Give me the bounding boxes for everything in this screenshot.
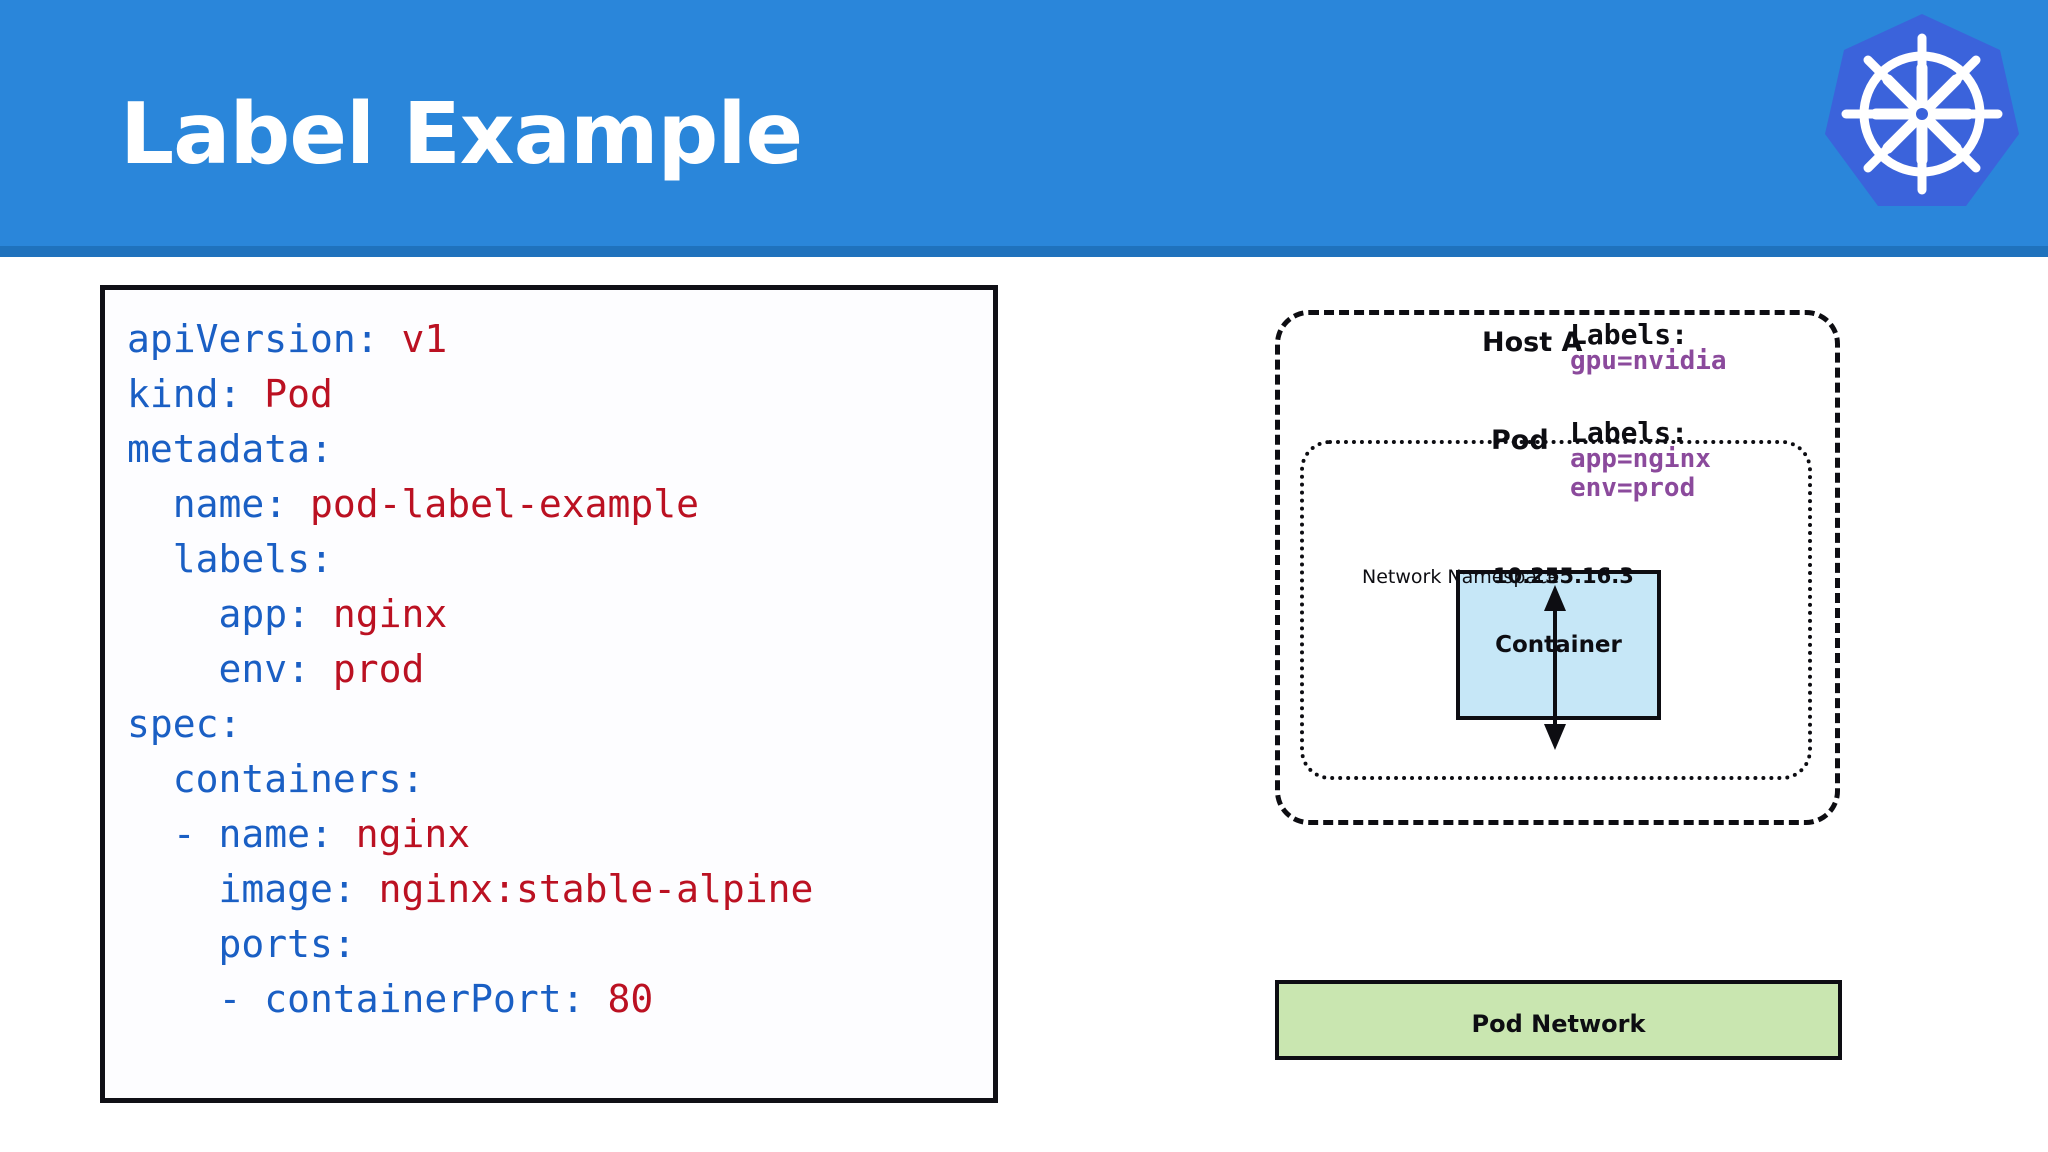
header-accent-strip <box>0 246 2048 257</box>
kubernetes-logo-icon <box>1816 8 2028 220</box>
code-line: metadata: <box>127 422 813 477</box>
code-indent <box>127 647 219 691</box>
page-title: Label Example <box>120 85 803 184</box>
code-indent <box>127 537 173 581</box>
code-value: v1 <box>378 317 448 361</box>
network-namespace-label: Network Namespace <box>1362 566 1560 588</box>
pod-labels-title: Labels: <box>1570 416 1689 449</box>
code-indent <box>127 922 219 966</box>
code-line: labels: <box>127 532 813 587</box>
code-line: image: nginx:stable-alpine <box>127 862 814 917</box>
double-arrow-icon <box>1530 585 1580 750</box>
code-key: containers: <box>172 757 425 801</box>
code-value: prod <box>310 647 425 691</box>
code-key: env: <box>218 647 311 691</box>
host-labels-values: gpu=nvidia <box>1570 346 1727 376</box>
code-indent <box>127 757 173 801</box>
code-key: - name: <box>172 812 333 856</box>
pod-network-box: Pod Network <box>1275 980 1842 1060</box>
code-key: labels: <box>172 537 333 581</box>
pod-boundary-box <box>1300 440 1812 780</box>
network-namespace-ip: 10.255.16.3 <box>1493 564 1634 588</box>
code-indent <box>127 977 219 1021</box>
host-name-label: Host A <box>1482 327 1583 358</box>
code-line: apiVersion: v1 <box>127 312 813 367</box>
host-labels-title: Labels: <box>1570 318 1689 351</box>
code-key: name: <box>172 482 288 526</box>
code-line: name: pod-label-example <box>127 477 813 532</box>
code-value: pod-label-example <box>287 482 699 526</box>
pod-name-label: Pod <box>1491 425 1549 456</box>
code-key: app: <box>218 592 311 636</box>
code-key: ports: <box>218 922 356 966</box>
code-indent <box>127 482 173 526</box>
code-key: metadata: <box>127 427 333 471</box>
code-value: 80 <box>584 977 654 1021</box>
code-line: env: prod <box>127 642 813 697</box>
code-value: nginx <box>310 592 448 636</box>
host-boundary-box <box>1275 310 1840 825</box>
code-indent <box>127 867 219 911</box>
code-key: spec: <box>127 702 242 746</box>
code-key: apiVersion: <box>127 317 379 361</box>
code-key: kind: <box>127 372 242 416</box>
code-indent <box>127 592 219 636</box>
code-value: nginx <box>332 812 471 856</box>
code-key: image: <box>218 867 356 911</box>
code-line: app: nginx <box>127 587 813 642</box>
header-bar <box>0 0 2048 246</box>
code-line: containers: <box>127 752 813 807</box>
pod-network-label: Pod Network <box>1471 1010 1646 1038</box>
code-line: - containerPort: 80 <box>127 972 813 1027</box>
code-line: spec: <box>127 697 813 752</box>
code-value: Pod <box>241 372 333 416</box>
pod-labels-diagram: Host A Labels: gpu=nvidia Pod Labels: ap… <box>1260 290 1870 1090</box>
code-line: ports: <box>127 917 813 972</box>
code-line: kind: Pod <box>127 367 813 422</box>
code-line: - name: nginx <box>127 807 813 862</box>
pod-labels-values: app=nginx env=prod <box>1570 444 1711 503</box>
container-label: Container <box>1495 632 1622 658</box>
code-value: nginx:stable-alpine <box>355 867 814 911</box>
code-indent <box>127 812 173 856</box>
code-key: - containerPort: <box>218 977 585 1021</box>
